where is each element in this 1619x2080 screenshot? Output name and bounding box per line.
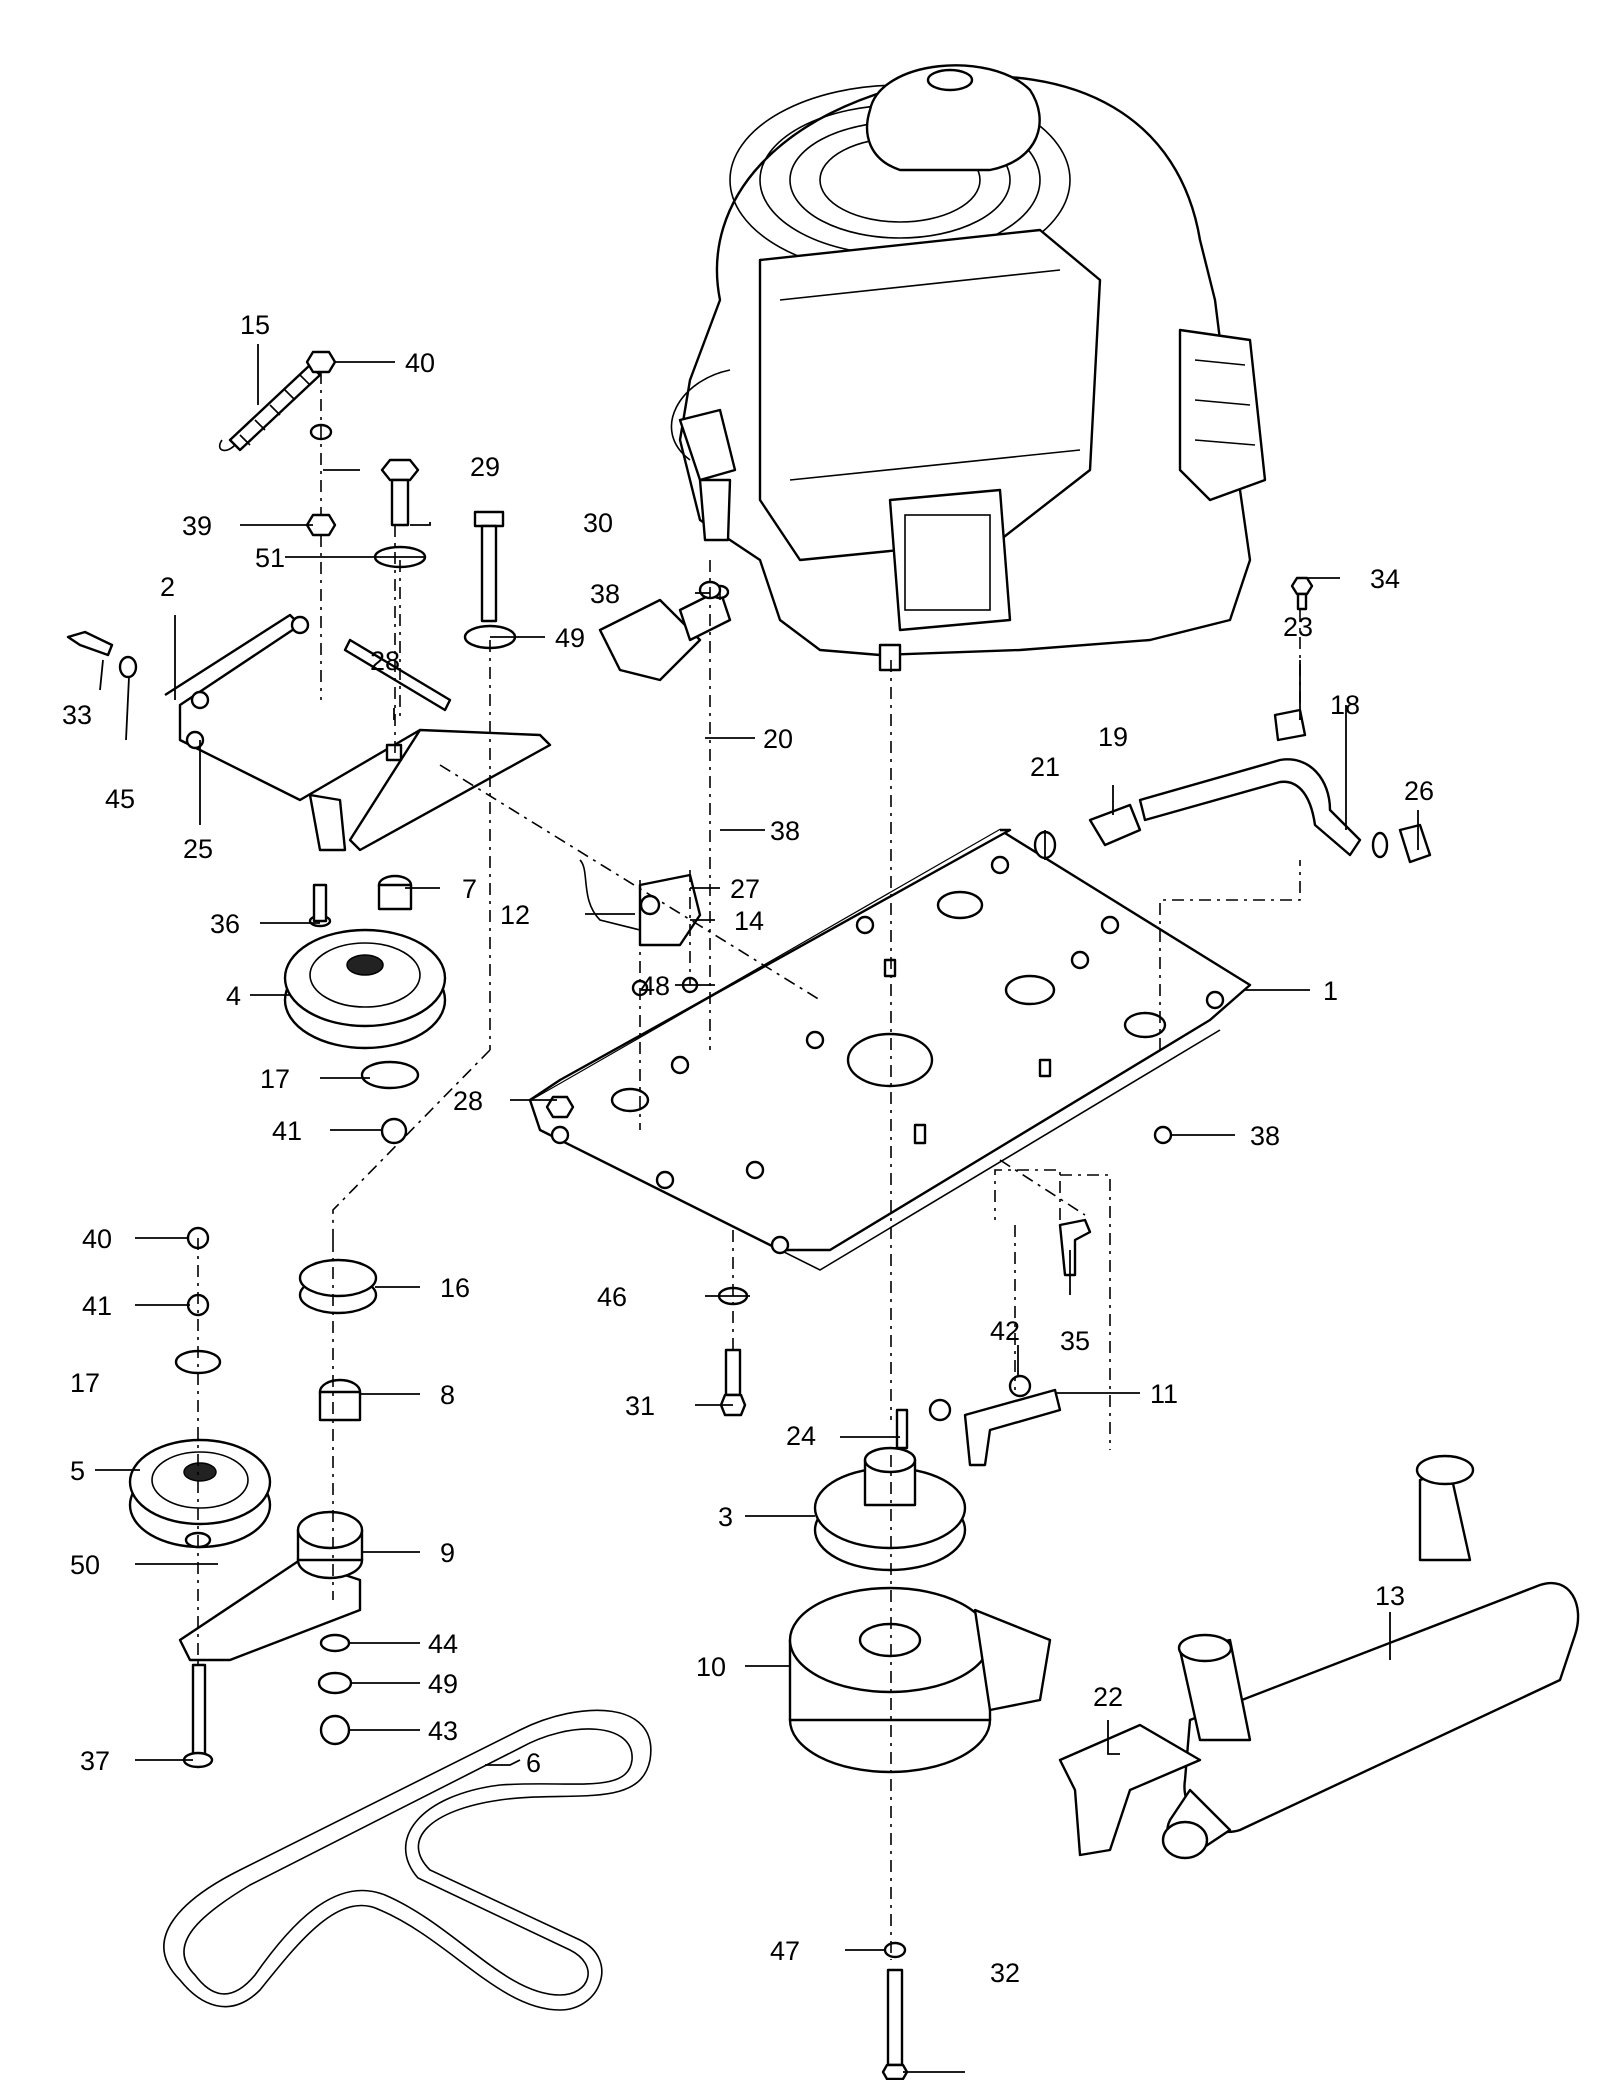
callout-21: 21 bbox=[1030, 752, 1060, 782]
callout-17a: 17 bbox=[260, 1064, 290, 1094]
callout-45: 45 bbox=[105, 784, 135, 814]
callout-35: 35 bbox=[1060, 1326, 1090, 1356]
callout-27: 27 bbox=[730, 874, 760, 904]
callout-23: 23 bbox=[1283, 612, 1313, 642]
callout-38c: 38 bbox=[1250, 1121, 1280, 1151]
callout-28a: 28 bbox=[453, 1086, 483, 1116]
drive-belt bbox=[163, 1709, 652, 2011]
exhaust-pipe bbox=[1033, 708, 1432, 864]
callout-13: 13 bbox=[1375, 1581, 1405, 1611]
heat-shield bbox=[1058, 1723, 1202, 1857]
callout-5: 5 bbox=[70, 1456, 85, 1486]
callout-10: 10 bbox=[696, 1652, 726, 1682]
callout-6: 6 bbox=[526, 1748, 541, 1778]
callout-31: 31 bbox=[625, 1391, 655, 1421]
solenoid bbox=[579, 588, 732, 947]
callout-22: 22 bbox=[1093, 1682, 1123, 1712]
callout-40a: 40 bbox=[405, 348, 435, 378]
spacers bbox=[174, 874, 420, 1422]
callout-41b: 41 bbox=[82, 1291, 112, 1321]
callout-36: 36 bbox=[210, 909, 240, 939]
callout-38b: 38 bbox=[770, 816, 800, 846]
callout-2: 2 bbox=[160, 572, 175, 602]
callout-46: 46 bbox=[597, 1282, 627, 1312]
callout-43: 43 bbox=[428, 1716, 458, 1746]
callout-49a: 49 bbox=[555, 623, 585, 653]
callout-3: 3 bbox=[718, 1502, 733, 1532]
callout-25: 25 bbox=[183, 834, 213, 864]
callout-20: 20 bbox=[763, 724, 793, 754]
callout-50: 50 bbox=[70, 1550, 100, 1580]
spring bbox=[218, 363, 322, 452]
callout-30: 30 bbox=[583, 508, 613, 538]
pulley-5 bbox=[128, 1438, 272, 1549]
callout-44: 44 bbox=[428, 1629, 458, 1659]
engine bbox=[670, 64, 1267, 672]
callout-17b: 17 bbox=[70, 1368, 100, 1398]
callout-8: 8 bbox=[440, 1380, 455, 1410]
callout-47: 47 bbox=[770, 1936, 800, 1966]
callout-32: 32 bbox=[990, 1958, 1020, 1988]
callout-28b: 28 bbox=[370, 646, 400, 676]
callout-11: 11 bbox=[1150, 1379, 1178, 1409]
callout-labels: 1 2 3 4 5 6 7 8 9 10 11 12 13 14 15 16 1… bbox=[62, 310, 1434, 1988]
callout-33: 33 bbox=[62, 700, 92, 730]
callout-16: 16 bbox=[440, 1273, 470, 1303]
assembly-center-lines bbox=[197, 372, 1301, 1960]
callout-41a: 41 bbox=[272, 1116, 302, 1146]
callout-7: 7 bbox=[462, 874, 477, 904]
callout-48: 48 bbox=[640, 971, 670, 1001]
idler-arm-9 bbox=[178, 1510, 364, 1662]
callout-29: 29 bbox=[470, 452, 500, 482]
callout-34: 34 bbox=[1370, 564, 1400, 594]
callout-40b: 40 bbox=[82, 1224, 112, 1254]
leader-lines bbox=[95, 344, 1419, 2073]
engine-deck-plate bbox=[528, 828, 1252, 1271]
muffler bbox=[1161, 1454, 1580, 1860]
callout-9: 9 bbox=[440, 1538, 455, 1568]
callout-15: 15 bbox=[240, 310, 270, 340]
callout-12: 12 bbox=[500, 900, 530, 930]
callout-14: 14 bbox=[734, 906, 764, 936]
idler-bracket bbox=[164, 613, 552, 852]
callout-24: 24 bbox=[786, 1421, 816, 1451]
pulley-4 bbox=[283, 928, 447, 1050]
callout-26: 26 bbox=[1404, 776, 1434, 806]
pto-clutch-10 bbox=[788, 1586, 1052, 1774]
callout-51: 51 bbox=[255, 543, 285, 573]
callout-4: 4 bbox=[226, 981, 241, 1011]
callout-38a: 38 bbox=[590, 579, 620, 609]
callout-42: 42 bbox=[990, 1316, 1020, 1346]
callout-37: 37 bbox=[80, 1746, 110, 1776]
callout-1: 1 bbox=[1323, 976, 1338, 1006]
callout-18: 18 bbox=[1330, 690, 1360, 720]
engine-pulley-3 bbox=[813, 1446, 967, 1572]
callout-19: 19 bbox=[1098, 722, 1128, 752]
callout-49b: 49 bbox=[428, 1669, 458, 1699]
callout-39: 39 bbox=[182, 511, 212, 541]
